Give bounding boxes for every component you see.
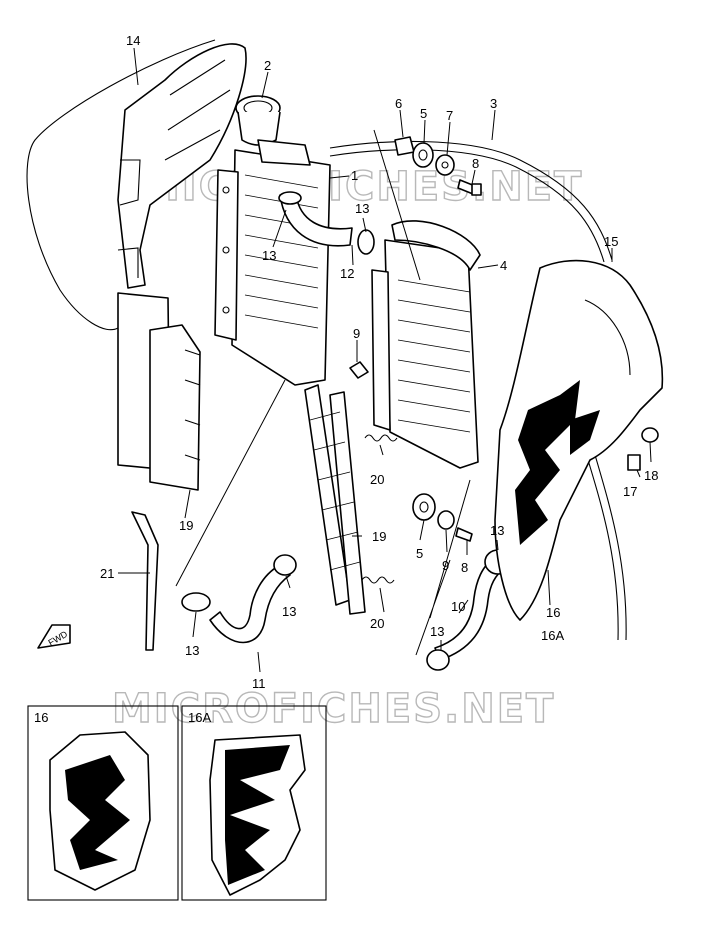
callout-9-low: 9: [442, 558, 449, 573]
watermark-mid: MICROFICHES.NET: [112, 686, 555, 732]
part-8-bolt-top: [457, 179, 482, 196]
part-8-bolt-low: [455, 527, 473, 542]
callout-3: 3: [490, 96, 497, 111]
part-13-clamp-lower-right: [273, 554, 297, 576]
part-6-collar: [394, 136, 415, 156]
callout-13-lower-left: 13: [185, 643, 199, 658]
callout-13-right-bottom: 13: [430, 624, 444, 639]
callout-21: 21: [100, 566, 114, 581]
callout-20-lower: 20: [370, 616, 384, 631]
part-2-radiator-cap: [235, 95, 281, 146]
part-1-left-radiator: [214, 139, 331, 386]
callout-19-center: 19: [372, 529, 386, 544]
part-5-cushion-low: [412, 493, 436, 521]
callout-13-mid: 13: [355, 201, 369, 216]
callout-8-top: 8: [472, 156, 479, 171]
part-9-washer-low: [437, 510, 455, 530]
callout-16: 16: [546, 605, 560, 620]
part-15-right-shroud: [494, 259, 664, 621]
callout-18: 18: [644, 468, 658, 483]
callout-10: 10: [451, 599, 465, 614]
callout-8-low: 8: [461, 560, 468, 575]
part-9-bolt-left: [349, 361, 369, 379]
part-21-cable-tie: [131, 511, 159, 651]
part-20-spring-upper: [364, 434, 398, 442]
callout-2: 2: [264, 58, 271, 73]
callout-13-left: 13: [262, 248, 276, 263]
part-13-clamp-upper-left: [278, 191, 302, 205]
callout-leaders: [118, 47, 652, 673]
part-4-right-radiator: [371, 220, 481, 469]
callout-11: 11: [252, 676, 266, 691]
callout-5-top: 5: [420, 106, 427, 121]
callout-6: 6: [395, 96, 402, 111]
part-13-clamp-upper-right: [357, 229, 375, 255]
inset-label-16: 16: [34, 710, 48, 725]
callout-17: 17: [623, 484, 637, 499]
callout-4: 4: [500, 258, 507, 273]
callout-numbers: 14 2 1 3 6 5 7 8 13 13 12 4 15 9 20 19 1…: [100, 33, 658, 691]
inset-box-16a: 16A: [181, 705, 327, 901]
callout-1: 1: [351, 168, 358, 183]
inset-box-16: 16: [27, 705, 179, 901]
part-5-cushion-top: [412, 142, 434, 168]
callout-12: 12: [340, 266, 354, 281]
part-11-lower-hose: [209, 564, 291, 644]
part-20-spring-lower: [361, 576, 395, 584]
inset-label-16a: 16A: [188, 710, 211, 725]
watermark-top: MICROFICHES.NET: [140, 164, 583, 210]
callout-9-upper: 9: [353, 326, 360, 341]
part-19-louver-left: [117, 292, 201, 491]
callout-15: 15: [604, 234, 618, 249]
fwd-direction-arrow: FWD: [37, 624, 71, 649]
part-19-mesh-center: [304, 384, 366, 615]
part-13-clamp-right-bottom: [426, 649, 450, 671]
part-13-clamp-lower-left: [181, 592, 211, 612]
part-14-left-shroud: [26, 39, 247, 331]
callout-19-left: 19: [179, 518, 193, 533]
part-17-bolt: [627, 454, 641, 471]
callout-16a: 16A: [541, 628, 564, 643]
part-7-washer: [435, 154, 455, 176]
callout-20-upper: 20: [370, 472, 384, 487]
callout-13-lower-right: 13: [282, 604, 296, 619]
part-12-hose: [279, 194, 353, 247]
callout-14: 14: [126, 33, 140, 48]
callout-7: 7: [446, 108, 453, 123]
callout-5-low: 5: [416, 546, 423, 561]
callout-13-right-top: 13: [490, 523, 504, 538]
part-18-grommet: [641, 427, 659, 443]
